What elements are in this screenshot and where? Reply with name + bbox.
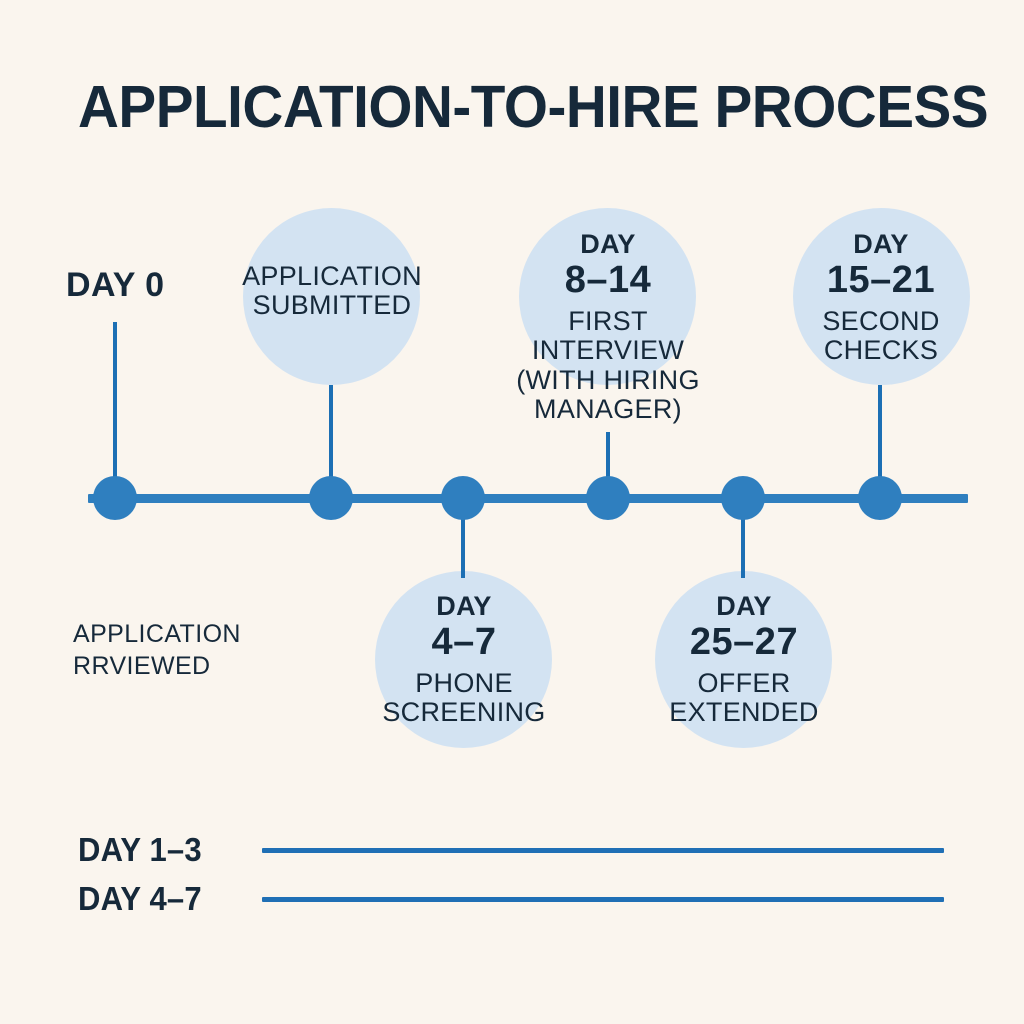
connector-stem-second-checks [878,385,882,498]
timeline-node-4[interactable] [586,476,630,520]
label-day-zero: DAY 0 [66,266,165,304]
legend-rule-day-4-7 [262,896,944,902]
legend-rule-day-1-3 [262,847,944,853]
timeline-node-1[interactable] [93,476,137,520]
legend-row-day-4-7[interactable]: DAY 4–7 [78,876,948,922]
label-application-reviewed-line-1: APPLICATION [73,620,241,648]
page-title: APPLICATION-TO-HIRE PROCESS [78,74,989,140]
label-application-reviewed: APPLICATION RRVIEWED [73,618,303,682]
timeline-axis [88,494,968,503]
milestone-bubble-application-submitted[interactable] [243,208,420,385]
milestone-desc-line-4: MANAGER) [534,393,682,424]
legend-label-day-4-7: DAY 4–7 [78,880,202,917]
timeline-node-3[interactable] [441,476,485,520]
connector-stem-offer-extended [741,498,745,578]
milestone-bubble-offer-extended[interactable] [655,571,832,748]
legend-label-day-1-3: DAY 1–3 [78,831,202,868]
connector-stem-first-interview [606,432,610,498]
timeline-node-2[interactable] [309,476,353,520]
milestone-bubble-first-interview[interactable] [519,208,696,385]
connector-stem-day-zero [113,322,117,498]
timeline-node-5[interactable] [721,476,765,520]
connector-stem-phone-screening [461,498,465,578]
connector-stem-application-submitted [329,385,333,498]
milestone-bubble-phone-screening[interactable] [375,571,552,748]
milestone-bubble-second-checks[interactable] [793,208,970,385]
timeline-node-6[interactable] [858,476,902,520]
label-application-reviewed-line-2: RRVIEWED [73,652,211,680]
legend-row-day-1-3[interactable]: DAY 1–3 [78,827,948,873]
